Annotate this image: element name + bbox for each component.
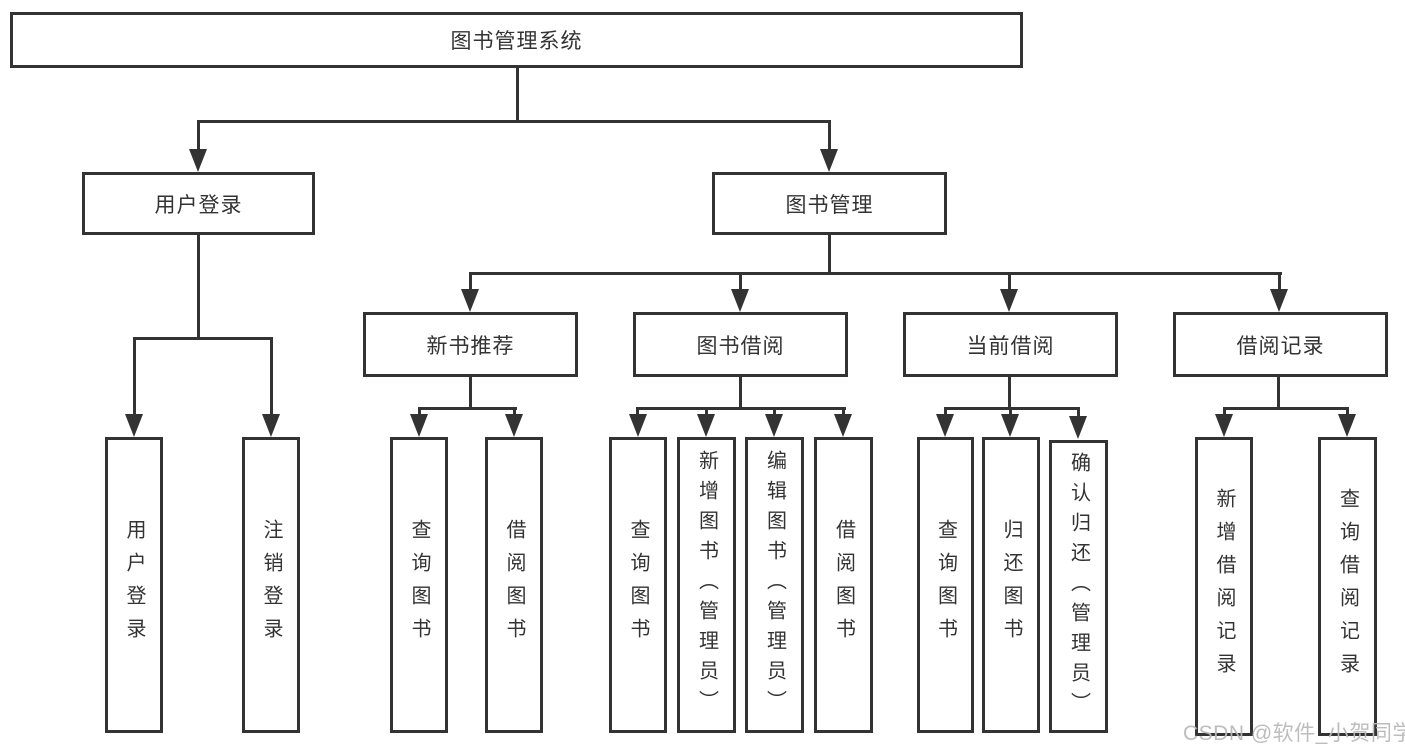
- connector-drop-leaf: [1346, 407, 1349, 416]
- leaf-add-borrow-record: 新增借阅记录: [1195, 437, 1253, 736]
- node-label: 图书管理系统: [450, 30, 583, 53]
- arrow-down-icon: [1001, 414, 1019, 437]
- connector-drop-borrow-records: [1278, 272, 1281, 290]
- node-label: 借阅记录: [1236, 334, 1325, 358]
- leaf-query-books-recommend: 查询图书: [390, 437, 448, 733]
- node-label: 用户登录: [154, 193, 243, 217]
- connector-book-management-stem: [828, 235, 831, 275]
- leaf-confirm-return-admin: 确认归还（管理员）: [1049, 440, 1108, 733]
- connector-book-borrow-stem: [739, 377, 742, 410]
- leaf-label: 新增图书（管理员）: [695, 450, 718, 720]
- connector-drop-leaf: [270, 337, 273, 415]
- arrow-down-icon: [125, 414, 143, 437]
- arrow-down-icon: [731, 289, 749, 312]
- leaf-label: 查询图书: [408, 519, 430, 651]
- connector-drop-leaf: [133, 337, 136, 415]
- arrow-down-icon: [834, 414, 852, 437]
- connector-drop-user-login: [197, 120, 200, 150]
- leaf-borrow-books-recommend: 借阅图书: [485, 437, 543, 733]
- leaf-edit-books-admin: 编辑图书（管理员）: [745, 437, 804, 733]
- arrow-down-icon: [936, 414, 954, 437]
- connector-drop-leaf: [944, 407, 947, 416]
- connector-book-management-horizontal: [469, 272, 1282, 275]
- connector-user-login-stem: [197, 235, 200, 340]
- arrow-down-icon: [765, 414, 783, 437]
- leaf-borrow-books: 借阅图书: [814, 437, 873, 733]
- node-label: 当前借阅: [966, 334, 1055, 358]
- arrow-down-icon: [262, 414, 280, 437]
- leaf-add-books-admin: 新增图书（管理员）: [677, 437, 736, 733]
- leaf-query-borrow-record: 查询借阅记录: [1318, 437, 1377, 736]
- arrow-down-icon: [697, 414, 715, 437]
- arrow-down-icon: [461, 289, 479, 312]
- leaf-query-books-current: 查询图书: [917, 437, 974, 733]
- connector-borrow-records-stem: [1277, 377, 1280, 410]
- connector-drop-leaf: [705, 407, 708, 416]
- node-user-login: 用户登录: [82, 172, 315, 235]
- connector-drop-book-management: [828, 120, 831, 150]
- leaf-label: 用户登录: [123, 519, 145, 651]
- connector-drop-book-borrow: [739, 272, 742, 290]
- arrow-down-icon: [1069, 416, 1087, 439]
- leaf-return-books: 归还图书: [982, 437, 1040, 733]
- leaf-label: 新增借阅记录: [1213, 487, 1235, 686]
- node-borrowing-records: 借阅记录: [1173, 312, 1388, 377]
- leaf-label: 归还图书: [1000, 519, 1022, 651]
- arrow-down-icon: [1000, 289, 1018, 312]
- connector-root-horizontal: [197, 120, 831, 123]
- leaf-label: 查询图书: [627, 519, 649, 651]
- connector-drop-leaf: [1077, 407, 1080, 416]
- connector-drop-current-borrow: [1008, 272, 1011, 290]
- connector-drop-leaf: [418, 407, 421, 416]
- leaf-label: 确认归还（管理员）: [1067, 451, 1090, 722]
- arrow-down-icon: [629, 414, 647, 437]
- arrow-down-icon: [1215, 414, 1233, 437]
- leaf-label: 借阅图书: [832, 519, 855, 651]
- connector-root-stem: [516, 68, 519, 123]
- node-library-management-system: 图书管理系统: [10, 12, 1023, 68]
- leaf-query-books-borrowing: 查询图书: [609, 437, 667, 733]
- connector-drop-leaf: [842, 407, 845, 416]
- node-label: 图书借阅: [696, 334, 785, 358]
- leaf-label: 注销登录: [260, 519, 282, 651]
- connector-current-borrow-horizontal: [944, 407, 1080, 410]
- leaf-label: 编辑图书（管理员）: [763, 450, 786, 720]
- arrow-down-icon: [505, 414, 523, 437]
- leaf-logout: 注销登录: [242, 437, 300, 733]
- leaf-user-login: 用户登录: [105, 437, 163, 733]
- node-current-borrowing: 当前借阅: [903, 312, 1118, 377]
- arrow-down-icon: [1270, 289, 1288, 312]
- node-book-management: 图书管理: [712, 172, 947, 235]
- connector-borrow-records-horizontal: [1223, 407, 1349, 410]
- arrow-down-icon: [189, 149, 207, 172]
- arrow-down-icon: [1338, 414, 1356, 437]
- csdn-watermark: CSDN @软件_小贺同学: [1183, 722, 1405, 745]
- connector-drop-leaf: [636, 407, 639, 416]
- connector-new-book-horizontal: [418, 407, 517, 410]
- node-new-book-recommendation: 新书推荐: [363, 312, 578, 377]
- leaf-label: 查询图书: [934, 519, 957, 651]
- connector-current-borrow-stem: [1008, 377, 1011, 410]
- connector-book-borrow-horizontal: [637, 407, 846, 410]
- connector-user-login-horizontal: [133, 337, 273, 340]
- node-label: 图书管理: [785, 193, 874, 217]
- connector-drop-leaf: [1009, 407, 1012, 416]
- node-book-borrowing: 图书借阅: [633, 312, 848, 377]
- arrow-down-icon: [820, 149, 838, 172]
- leaf-label: 借阅图书: [503, 519, 525, 651]
- leaf-label: 查询借阅记录: [1336, 487, 1359, 686]
- connector-drop-leaf: [773, 407, 776, 416]
- node-label: 新书推荐: [426, 334, 515, 358]
- connector-new-book-stem: [469, 377, 472, 410]
- connector-drop-new-book: [469, 272, 472, 290]
- connector-drop-leaf: [513, 407, 516, 416]
- arrow-down-icon: [410, 414, 428, 437]
- connector-drop-leaf: [1223, 407, 1226, 416]
